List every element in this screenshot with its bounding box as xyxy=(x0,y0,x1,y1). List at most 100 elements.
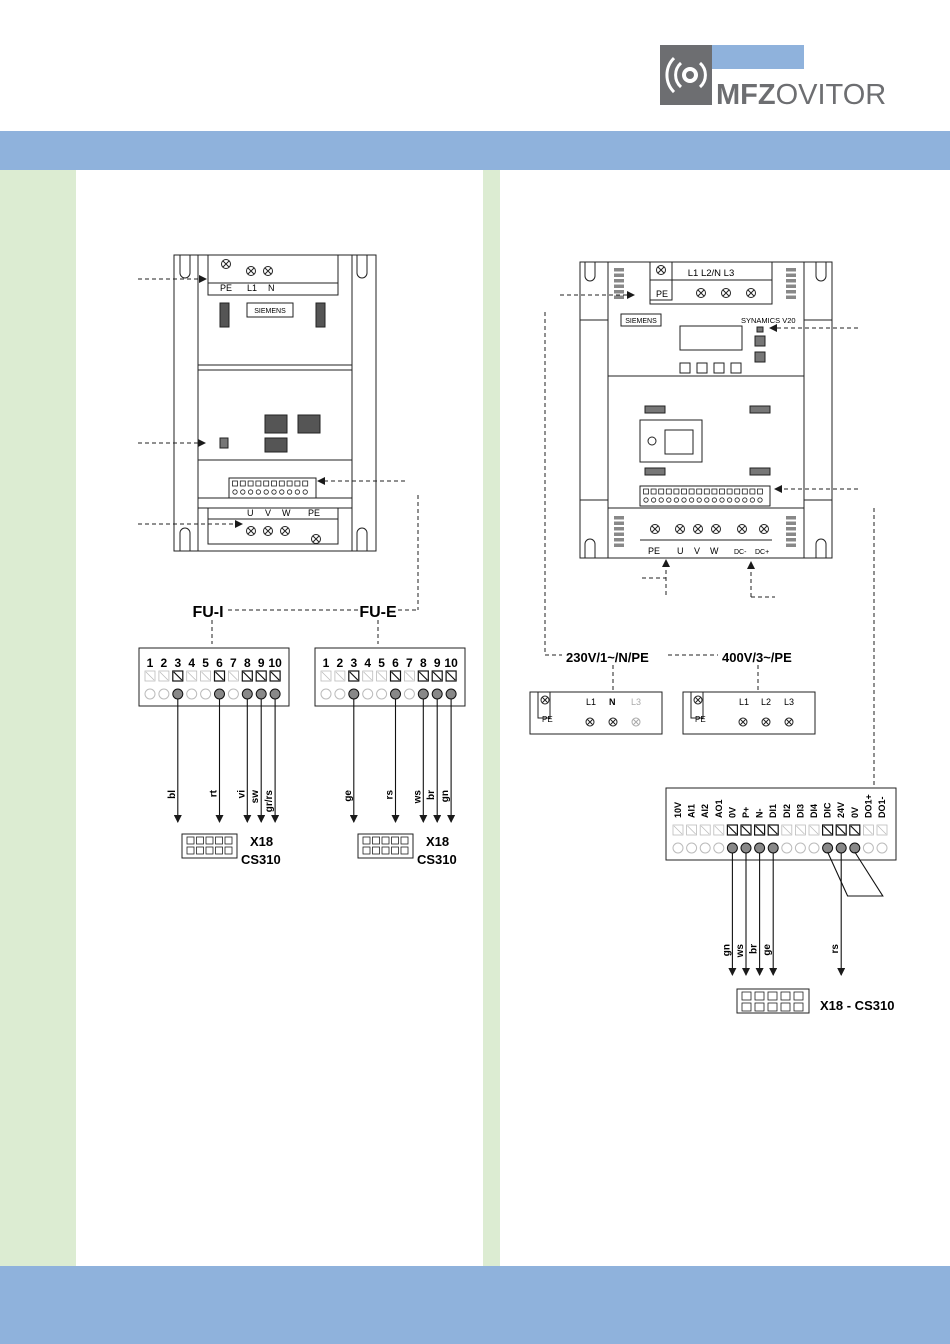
vent-slot xyxy=(786,516,796,520)
x18-fu-e-pin xyxy=(381,846,390,855)
right-terminal-strip xyxy=(643,488,763,503)
right-term-u: U xyxy=(677,546,684,556)
right-strip-screw xyxy=(673,497,680,503)
right-strip-slot xyxy=(703,488,710,495)
x18-right-pin xyxy=(754,991,765,1001)
vent-slot xyxy=(614,538,624,542)
fu-i-wire-label: sw xyxy=(250,790,261,804)
right-strip-slot xyxy=(749,488,756,495)
io-label: DI2 xyxy=(782,804,792,818)
fu-e-number: 7 xyxy=(406,656,413,670)
fu-e-screw xyxy=(320,688,332,700)
left-leader-lines xyxy=(138,275,419,644)
x18-fu-i-pin xyxy=(205,836,214,845)
right-strip-slot xyxy=(688,488,695,495)
fu-e-slot-mark xyxy=(321,671,331,681)
right-term-w: W xyxy=(710,546,719,556)
right-vent-slots xyxy=(614,268,796,547)
fu-e-number: 9 xyxy=(434,656,441,670)
io-screw xyxy=(808,842,820,854)
right-strip-screw xyxy=(696,497,702,503)
fu-i-number: 4 xyxy=(188,656,195,670)
io-label: DI1 xyxy=(768,804,778,818)
io-label: P+ xyxy=(741,807,751,818)
right-leader-lines xyxy=(544,291,875,785)
x18-fu-i-pin xyxy=(224,846,233,855)
right-strip-screw xyxy=(749,497,756,503)
right-strip-screw xyxy=(704,497,710,503)
fu-e-wire-label: ge xyxy=(343,790,354,802)
io-slot xyxy=(753,824,766,836)
left-dip-slot xyxy=(302,480,309,487)
io-slot-mark xyxy=(755,825,765,835)
fu-i-screw xyxy=(255,688,267,700)
vent-slot xyxy=(786,268,796,272)
vent-slot xyxy=(786,532,796,536)
io-slot-mark xyxy=(768,825,778,835)
fu-e-slot-mark xyxy=(391,671,400,681)
fu-i-slot xyxy=(213,670,226,682)
left-dip-screw xyxy=(279,489,285,495)
vent-slot xyxy=(786,521,796,525)
io-screw xyxy=(726,842,738,854)
fu-e-slot-mark xyxy=(418,671,428,681)
io-label: AO1 xyxy=(714,799,724,818)
left-dip-switch xyxy=(232,480,309,495)
x18-fu-e-pin xyxy=(362,846,371,855)
fu-i-slot xyxy=(200,670,212,682)
fu-i-screw xyxy=(269,688,281,700)
x18-fu-e-pin xyxy=(372,836,380,845)
fu-e-number: 10 xyxy=(444,656,458,670)
vent-slot xyxy=(614,532,624,536)
left-siemens-label: SIEMENS xyxy=(254,308,286,315)
fu-i-number: 7 xyxy=(230,656,237,670)
x18-fu-i-pin xyxy=(224,836,233,845)
connector-fu-i-x18: X18 xyxy=(250,834,273,849)
io-slot xyxy=(686,824,697,836)
x18-fu-i-pin xyxy=(215,836,223,845)
right-strip-slot xyxy=(719,488,725,495)
io-screw xyxy=(835,842,847,854)
vent-slot xyxy=(786,279,796,283)
fu-i-slot-mark xyxy=(256,671,266,681)
right-strip-screw xyxy=(711,497,718,503)
io-label: 24V xyxy=(836,802,846,818)
right-strip-slot xyxy=(696,488,703,495)
io-slot-mark xyxy=(687,825,696,835)
right-strip-screw xyxy=(643,497,649,503)
logo-ovitor: OVITOR xyxy=(776,79,887,111)
fu-i-number: 3 xyxy=(174,656,181,670)
io-slot xyxy=(795,824,806,836)
io-screw xyxy=(740,842,752,854)
left-term-pe-out: PE xyxy=(308,508,320,518)
supply-230-label: 230V/1~/N/PE xyxy=(566,650,649,665)
left-dip-screw xyxy=(302,489,308,495)
vent-slot xyxy=(614,284,624,288)
io-slot-mark xyxy=(727,825,737,835)
fu-i-screw xyxy=(214,688,225,700)
io-slot-mark xyxy=(836,825,846,835)
fu-e-slot xyxy=(417,670,429,682)
io-label: DO1+ xyxy=(863,794,873,818)
io-screw xyxy=(699,842,711,854)
fu-e-wire-label: br xyxy=(426,790,437,800)
supply-400-l2: L2 xyxy=(761,697,771,707)
x18-right-pin xyxy=(780,1002,791,1012)
x18-fu-i-pin xyxy=(186,836,195,845)
fu-e-screw xyxy=(348,688,360,700)
io-screw xyxy=(767,842,779,854)
io-slot-mark xyxy=(741,825,751,835)
x18-right-pin xyxy=(741,991,752,1001)
fu-e-slot xyxy=(348,670,360,682)
io-slot-mark xyxy=(714,825,724,835)
right-strip-slot xyxy=(741,488,748,495)
x18-fu-i-body xyxy=(181,833,238,859)
right-strip-screw xyxy=(658,497,664,503)
vent-slot xyxy=(786,543,796,547)
io-slot xyxy=(713,824,725,836)
fu-i-number: 10 xyxy=(268,656,282,670)
fu-i-wire-label: vi xyxy=(236,790,247,799)
io-screw xyxy=(849,842,861,854)
fu-i-screw xyxy=(144,688,156,700)
right-top-terminals: L1 L2/N L3 xyxy=(688,268,734,279)
